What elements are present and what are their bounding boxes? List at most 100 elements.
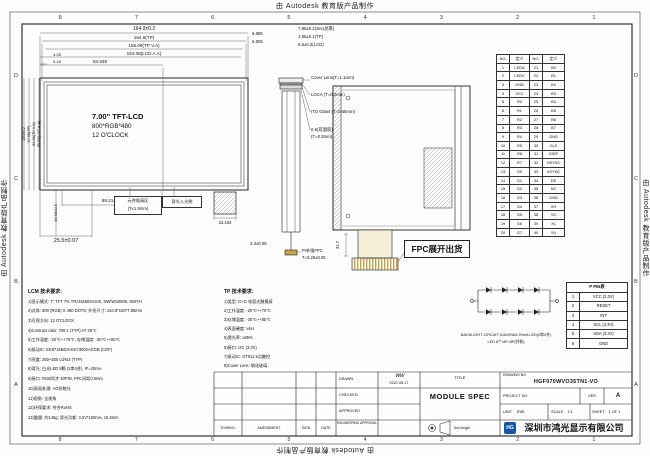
cell: R3 xyxy=(509,123,530,134)
rev-header-date: DATE xyxy=(321,426,331,430)
cell: HSYNC xyxy=(542,158,565,168)
cell: G6 xyxy=(509,219,530,229)
note-line: PI补强FPC xyxy=(302,248,323,253)
cell: NC xyxy=(542,184,565,194)
panel-viewing: 12 O'CLOCK xyxy=(92,132,129,139)
cell: G5 xyxy=(509,210,530,221)
header-cell: 定义 xyxy=(542,54,565,64)
sheet-frame xyxy=(9,11,641,445)
lcm-notes-lines: 1)显示模式: 7" TFT 7% TRANSMISSIVE, NW/WS080… xyxy=(28,297,212,423)
tp-pin-table-title-text: P PIN表 xyxy=(566,282,628,293)
list-item: 8)Cover Lens: 钢化玻璃 xyxy=(224,362,268,368)
scale-cell: SCALE 1:1 xyxy=(551,406,573,418)
list-item: 10)表面处理: AG防眩光 xyxy=(28,385,71,391)
list-item: 2 xyxy=(516,15,520,21)
company-name: 深圳市鸿光显示有限公司 xyxy=(524,423,624,433)
lcm-notes: LCM 技术要求: 1)显示模式: 7" TFT 7% TRANSMISSIVE… xyxy=(28,288,212,423)
cell: GND xyxy=(542,193,565,203)
fpc-stiffener-note: PI补强FPC T=0.26±0.05 xyxy=(302,248,326,261)
cell: 4 xyxy=(566,319,580,331)
rev-header-sign: SIGN xyxy=(301,426,311,430)
cell: 36 xyxy=(529,193,543,203)
header-cell: NO. xyxy=(496,54,510,64)
autodesk-watermark-bottom: 由 Autodesk 教育版产品制作 xyxy=(275,446,375,453)
list-item: 1)类型: G+G 电容式触摸屏 xyxy=(224,298,273,304)
dim-fpc-offset: 3.3±0.05 xyxy=(250,241,267,246)
cell: RESET xyxy=(579,301,628,312)
cell: G0 xyxy=(509,166,530,177)
cell: R7 xyxy=(509,158,530,168)
component-height-callout: 元件限高区 (T≤1.6mm) xyxy=(114,196,162,215)
cell: INT xyxy=(579,310,628,321)
cell: 4 xyxy=(496,88,510,99)
cell: B3 xyxy=(542,88,565,99)
list-item: 2 xyxy=(516,437,520,443)
cell: B1 xyxy=(542,71,565,82)
cell: SCL (3.3V) xyxy=(579,319,628,331)
list-item: 2)工作温度: -20℃~+70℃ xyxy=(224,307,271,313)
cell: G2 xyxy=(509,184,530,194)
sheet-value: 1 OF 1 xyxy=(608,410,621,414)
list-item: D xyxy=(14,72,18,79)
list-item: 8)背光: 白光LED 8颗 (2串4并), IF=20mA xyxy=(28,366,102,372)
front-view-outline xyxy=(39,77,249,215)
dim-lcd-aa-width: 154.08(LCD A.A) xyxy=(126,50,162,56)
backlight-label-line1: BACKLIGHT CIRCUIT DIAGRAM 20mA LED(2串4并) xyxy=(460,333,552,337)
list-item: 1 xyxy=(592,437,596,443)
list-item: 7)亮度: 250~300 cd/m2 (TYP) xyxy=(28,356,83,362)
backlight-side-callout: 背光入光侧 xyxy=(162,196,202,208)
list-item: 13)重量: 约145g; 背光功耗: 3.2V*160mA, 15.5mm xyxy=(28,414,119,420)
backlight-diagram-label: BACKLIGHT CIRCUIT DIAGRAM 20mA LED(2串4并)… xyxy=(448,332,564,346)
company-logo: HG xyxy=(504,422,516,434)
cell: VCC (3.3V) xyxy=(579,291,628,303)
project-no-label: PROJECT NO xyxy=(503,394,528,398)
list-item: (T≤1.6mm) xyxy=(127,206,149,211)
cell: B7 xyxy=(542,123,565,134)
layer-loca-label: LOCA (T=0.2mm) xyxy=(311,92,345,97)
cell: 5 xyxy=(566,329,580,340)
tp-notes-title: TP 技术要求: xyxy=(224,289,254,295)
list-item: 元件限高区 xyxy=(127,198,149,203)
list-item: 3 xyxy=(439,437,443,443)
panel-resolution: 800*RGB*480 xyxy=(92,123,132,130)
list-item: 3)可视方向: 12 O'CLOCK xyxy=(28,317,75,323)
dim-fpc-width: 31.7 xyxy=(335,240,340,250)
list-item: 4 xyxy=(363,15,367,21)
cell: LEDK xyxy=(509,71,530,82)
list-item: D xyxy=(634,72,638,79)
cell: 18 xyxy=(496,210,510,221)
list-item: A xyxy=(634,381,638,388)
cell: CLK xyxy=(542,140,565,151)
list-item: 7 xyxy=(134,15,138,21)
cell: 23 xyxy=(529,80,543,90)
panel-name: 7.00" TFT-LCD xyxy=(92,112,144,121)
layer-adhesive-thk: (T=0.3mm) xyxy=(311,134,333,139)
cell: 32 xyxy=(529,158,543,168)
drawing-no-label: DRAWING NO xyxy=(503,373,527,377)
tp-pin-table-title: P PIN表 xyxy=(566,282,628,293)
unit-value: mm xyxy=(516,409,525,414)
list-item: 5 xyxy=(287,437,291,443)
list-item: 7 xyxy=(134,437,138,443)
list-item: 7)驱动IC: GT911 5点触控 xyxy=(224,353,271,359)
cell: 5 xyxy=(496,97,510,108)
list-item: 1)显示模式: 7" TFT 7% TRANSMISSIVE, NW/WS080… xyxy=(28,298,142,304)
list-item: 1 xyxy=(592,15,596,21)
dim-side-b: 6.805 xyxy=(252,39,263,44)
dim-stack-total: 7.85±0.2(3in1总厚) xyxy=(298,26,335,31)
rev-header-amendment: AMENDMENT xyxy=(257,426,281,430)
